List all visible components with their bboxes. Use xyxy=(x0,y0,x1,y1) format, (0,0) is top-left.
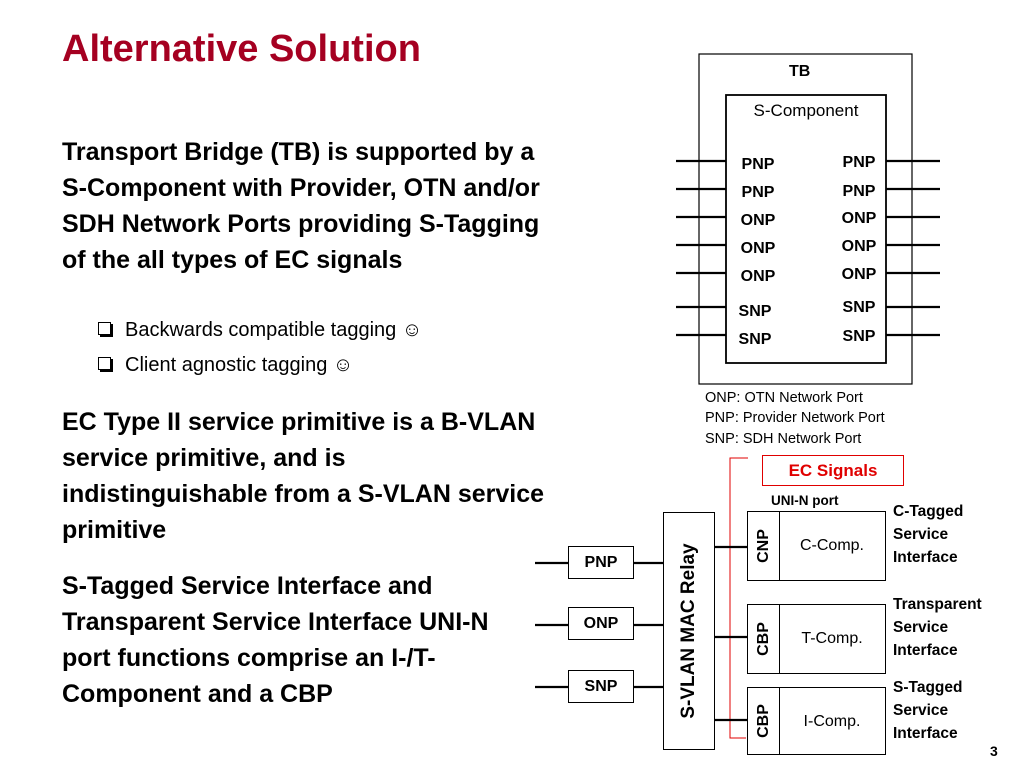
bullet-label: Backwards compatible tagging ☺ xyxy=(125,319,423,341)
cnp-port-label: CNP xyxy=(754,529,772,563)
interface-line: C-Tagged xyxy=(893,503,964,520)
tb-right-port: ONP xyxy=(841,210,877,227)
cbp-port-label: CBP xyxy=(754,704,772,738)
tb-right-port: PNP xyxy=(842,183,876,200)
bullet-item: Client agnostic tagging ☺ xyxy=(98,347,353,383)
ec-bracket xyxy=(729,457,748,739)
t-comp-label: T-Comp. xyxy=(801,630,863,647)
ec-signals-label: EC Signals xyxy=(762,455,904,486)
interface-line: Interface xyxy=(893,642,958,659)
slide-title: Alternative Solution xyxy=(62,28,421,70)
bullet-item: Backwards compatible tagging ☺ xyxy=(98,312,422,348)
tb-left-port: SNP xyxy=(738,303,772,320)
c-comp-block: CNP C-Comp. xyxy=(747,511,886,581)
interface-line: Interface xyxy=(893,725,958,742)
tb-left-port: ONP xyxy=(740,240,776,257)
tb-right-port: ONP xyxy=(841,266,877,283)
tb-right-port: PNP xyxy=(842,154,876,171)
tb-left-port: ONP xyxy=(740,212,776,229)
checkbox-bullet-icon xyxy=(98,322,111,335)
relay-port-snp: SNP xyxy=(568,670,634,703)
interface-line: Service xyxy=(893,702,949,719)
s-tagged-interface-label: S-Tagged Service Interface xyxy=(893,676,962,745)
tb-right-port: SNP xyxy=(842,299,876,316)
interface-line: Service xyxy=(893,619,949,636)
s-component-box xyxy=(725,94,887,364)
c-tagged-interface-label: C-Tagged Service Interface xyxy=(893,500,963,569)
s-component-label: S-Component xyxy=(753,101,859,120)
relay-port-onp: ONP xyxy=(568,607,634,640)
legend-onp: ONP: OTN Network Port xyxy=(705,390,863,406)
tb-right-port: ONP xyxy=(841,238,877,255)
i-comp-label: I-Comp. xyxy=(803,713,861,730)
transparent-interface-label: Transparent Service Interface xyxy=(893,593,982,662)
cbp-port-label: CBP xyxy=(754,622,772,656)
tb-left-port: ONP xyxy=(740,268,776,285)
tb-left-port: SNP xyxy=(738,331,772,348)
i-comp-block: CBP I-Comp. xyxy=(747,687,886,755)
s-vlan-mac-relay: S-VLAN MAC Relay xyxy=(663,512,715,750)
bullet-label: Client agnostic tagging ☺ xyxy=(125,354,354,376)
legend-snp: SNP: SDH Network Port xyxy=(705,431,862,447)
page-number: 3 xyxy=(990,743,998,759)
tb-label: TB xyxy=(789,63,811,80)
interface-line: Service xyxy=(893,526,949,543)
relay-label: S-VLAN MAC Relay xyxy=(678,543,699,719)
c-comp-label: C-Comp. xyxy=(799,537,864,554)
tb-left-port: PNP xyxy=(741,156,775,173)
interface-line: S-Tagged xyxy=(893,679,963,696)
legend-pnp: PNP: Provider Network Port xyxy=(705,410,885,426)
t-comp-block: CBP T-Comp. xyxy=(747,604,886,674)
paragraph-s-tagged: S-Tagged Service Interface and Transpare… xyxy=(62,572,489,708)
tb-right-port: SNP xyxy=(842,328,876,345)
checkbox-bullet-icon xyxy=(98,357,111,370)
interface-line: Transparent xyxy=(893,596,982,613)
paragraph-ec-type-ii: EC Type II service primitive is a B-VLAN… xyxy=(62,408,545,544)
relay-port-pnp: PNP xyxy=(568,546,634,579)
paragraph-tb-support: Transport Bridge (TB) is supported by a … xyxy=(62,138,540,274)
tb-left-port: PNP xyxy=(741,184,775,201)
uni-n-port-label: UNI-N port xyxy=(771,493,839,508)
interface-line: Interface xyxy=(893,549,958,566)
